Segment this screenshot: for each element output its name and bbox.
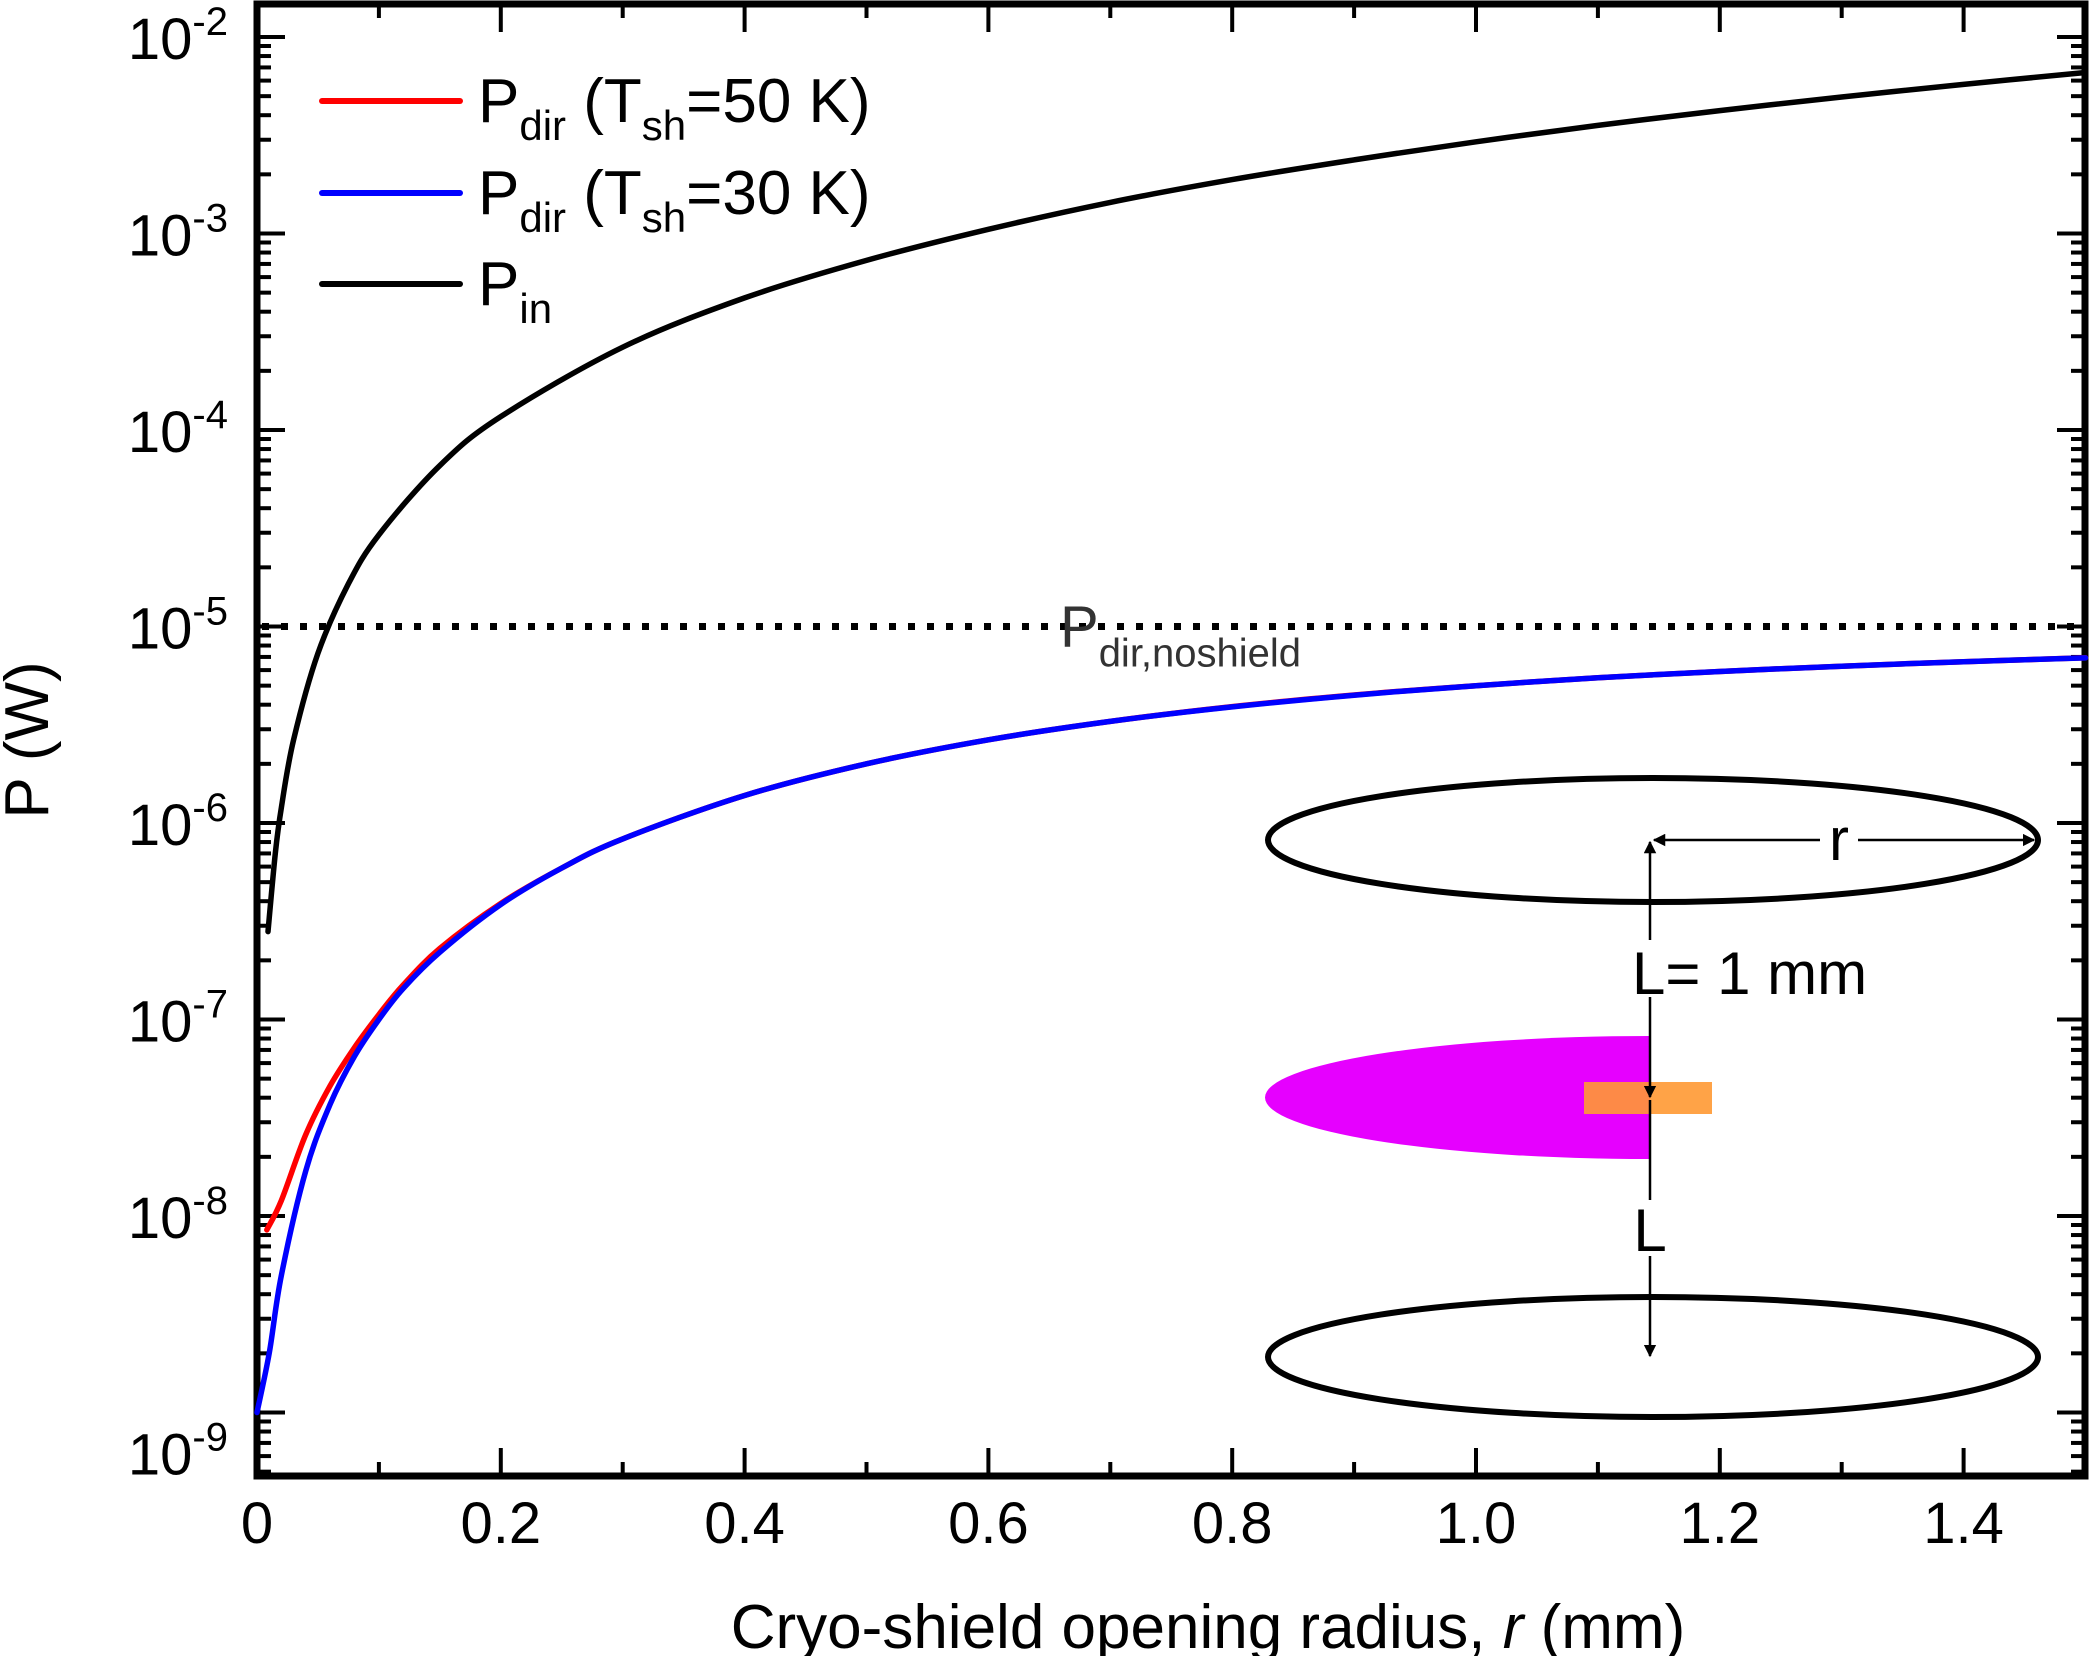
x-tick-label: 1.4 [1923, 1491, 2004, 1556]
x-axis-ticks [376, 4, 1966, 1476]
legend-sub2: sh [642, 194, 686, 241]
top-aperture-ellipse [1265, 775, 2041, 905]
legend-sub2: sh [642, 102, 686, 149]
detector-beam-shape [1265, 1036, 1650, 1159]
legend: Pdir (Tsh=50 K) Pdir (Tsh=30 K) Pin [319, 67, 871, 332]
y-tick-label: 10-5 [128, 590, 228, 662]
distance-label-top: L= 1 mm [1632, 940, 1867, 1007]
x-tick-label: 0.8 [1192, 1491, 1273, 1556]
bottom-aperture-ellipse [1265, 1294, 2041, 1420]
legend-item-p-in: Pin [319, 250, 552, 332]
reference-line-label: Pdir,noshield [1060, 595, 1301, 676]
distance-label-bottom: L [1633, 1197, 1666, 1264]
plot-frame [253, 0, 2089, 1480]
x-tick-label: 0.2 [460, 1491, 541, 1556]
sample-rectangle [1584, 1082, 1712, 1114]
x-axis-title-italic: r [1503, 1593, 1526, 1656]
legend-main: P [478, 67, 519, 136]
legend-mid: (T [566, 159, 642, 228]
y-tick-label: 10-8 [128, 1179, 228, 1251]
y-tick-label: 10-6 [128, 786, 228, 858]
x-tick-label: 1.2 [1679, 1491, 1760, 1556]
legend-label-p-in: Pin [478, 250, 552, 332]
y-tick-label: 10-4 [128, 393, 228, 465]
legend-tail: =50 K) [686, 67, 870, 136]
legend-mid: (T [566, 67, 642, 136]
legend-item-p-dir-50k: Pdir (Tsh=50 K) [319, 67, 871, 149]
legend-item-p-dir-30k: Pdir (Tsh=30 K) [319, 159, 871, 241]
y-tick-label: 10-3 [128, 197, 228, 269]
y-axis-ticks [257, 35, 2085, 1474]
x-axis-tick-labels: 0 0.2 0.4 0.6 0.8 1.0 1.2 1.4 [241, 1491, 2004, 1556]
x-tick-label: 0.4 [704, 1491, 785, 1556]
y-tick-label: 10-7 [128, 983, 228, 1055]
ref-label-main: P [1060, 595, 1099, 660]
inset-schematic: r L= 1 mm L [1265, 775, 2041, 1420]
reference-line-noshield: Pdir,noshield [262, 595, 2080, 676]
series-line-p-dir-30k [254, 655, 2089, 1416]
y-tick-label: 10-2 [128, 0, 228, 72]
plot-area [253, 0, 2089, 1480]
y-axis-tick-labels: 10-2 10-3 10-4 10-5 10-6 10-7 10-8 10-9 [128, 0, 228, 1488]
x-axis-title-post: (mm) [1523, 1593, 1685, 1656]
x-tick-label: 0.6 [948, 1491, 1029, 1556]
x-tick-label: 0 [241, 1491, 273, 1556]
series-layer [254, 69, 2089, 1416]
x-axis-title: Cryo-shield opening radius, r (mm) [731, 1593, 1685, 1656]
legend-main: P [478, 159, 519, 228]
legend-tail: =30 K) [686, 159, 870, 228]
legend-label-p-dir-30k: Pdir (Tsh=30 K) [478, 159, 871, 241]
legend-label-p-dir-50k: Pdir (Tsh=50 K) [478, 67, 871, 149]
legend-sub: in [519, 285, 552, 332]
x-axis-title-pre: Cryo-shield opening radius, [731, 1593, 1503, 1656]
series-line-p-in [265, 69, 2089, 935]
x-tick-label: 1.0 [1436, 1491, 1517, 1556]
legend-sub: dir [519, 194, 566, 241]
y-axis-title: P (W) [0, 661, 62, 818]
legend-main: P [478, 250, 519, 319]
legend-sub: dir [519, 102, 566, 149]
y-tick-label: 10-9 [128, 1416, 228, 1488]
ref-label-sub: dir,noshield [1099, 632, 1301, 676]
radius-label: r [1829, 806, 1849, 873]
